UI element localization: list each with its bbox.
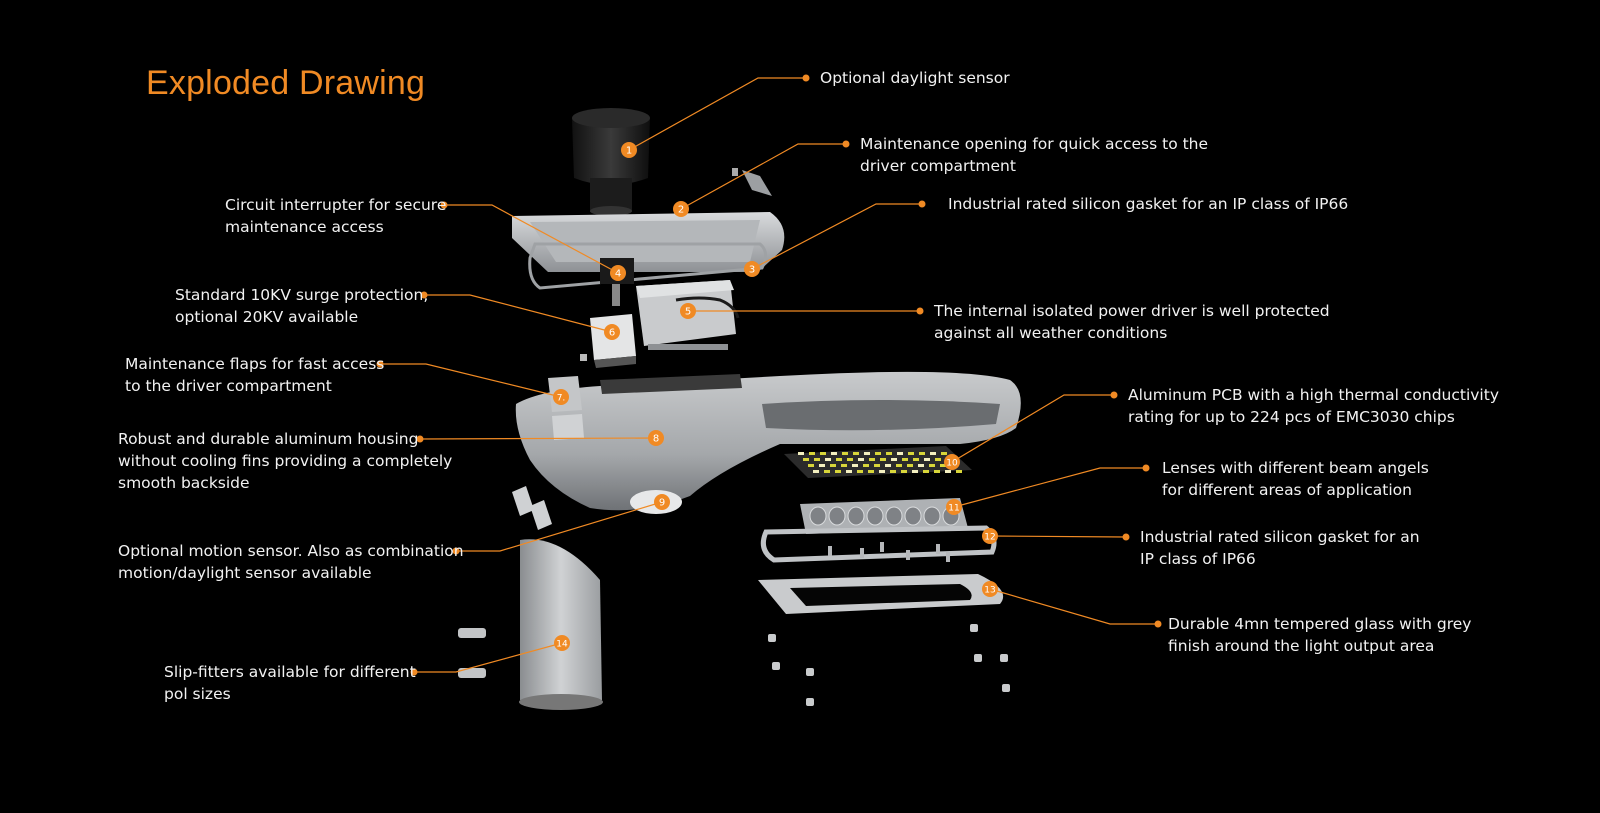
callout-caption-9: Optional motion sensor. Also as combinat… xyxy=(118,542,464,582)
callout-number: 13 xyxy=(984,586,995,596)
callout-number: 2 xyxy=(678,205,684,216)
callout-number: 1 xyxy=(626,146,632,157)
callout-caption-13: Durable 4mn tempered glass with grey fin… xyxy=(1168,615,1472,655)
leader-line-6 xyxy=(424,294,613,333)
top-gasket-part xyxy=(528,242,767,290)
callout-caption-2: Maintenance opening for quick access to … xyxy=(860,135,1209,175)
leader-dot-14 xyxy=(410,668,418,676)
callout-marker-9: 9 xyxy=(654,494,670,510)
leader-line-12 xyxy=(989,535,1127,538)
leader-line-10 xyxy=(951,394,1114,463)
callout-number: 6 xyxy=(609,328,615,339)
aluminum-housing-part xyxy=(515,371,1021,514)
led-pcb-part xyxy=(784,446,972,478)
tempered-glass-part xyxy=(758,574,1010,706)
callout-caption-5: The internal isolated power driver is we… xyxy=(934,302,1330,342)
callout-number: 14 xyxy=(556,640,568,650)
callout-number: 10 xyxy=(946,459,958,469)
surge-protector-part xyxy=(580,314,636,368)
callout-caption-11: Lenses with different beam angels for di… xyxy=(1162,459,1429,499)
callout-caption-3: Industrial rated silicon gasket for an I… xyxy=(948,195,1349,213)
lower-gasket-part xyxy=(760,525,997,563)
lens-array-part xyxy=(800,498,968,534)
callout-number: 5 xyxy=(685,307,691,318)
callout-marker-8: 8 xyxy=(648,430,664,446)
callout-number: 12 xyxy=(984,533,995,543)
leader-line-11 xyxy=(953,467,1146,508)
leader-dot-12 xyxy=(1122,533,1130,541)
leader-line-13 xyxy=(989,588,1158,625)
callout-number: 11 xyxy=(948,504,959,514)
leader-line-7 xyxy=(380,363,562,398)
callout-number: 8 xyxy=(653,434,659,445)
callout-caption-7: Maintenance flaps for fast access to the… xyxy=(125,355,385,395)
callout-caption-1: Optional daylight sensor xyxy=(820,69,1010,87)
callout-marker-6: 6 xyxy=(604,324,620,340)
leader-dot-5 xyxy=(916,307,924,315)
callout-caption-4: Circuit interrupter for secure maintenan… xyxy=(225,196,447,236)
callout-caption-8: Robust and durable aluminum housing with… xyxy=(118,430,453,492)
leader-dot-11 xyxy=(1142,464,1150,472)
leader-line-3 xyxy=(751,203,922,270)
maintenance-cover-part xyxy=(512,168,785,272)
callout-marker-1: 1 xyxy=(621,142,637,158)
leader-line-8 xyxy=(419,437,657,440)
callout-marker-11: 11 xyxy=(946,499,962,515)
leader-dot-7 xyxy=(376,360,384,368)
callout-caption-6: Standard 10KV surge protection, optional… xyxy=(175,286,429,326)
leader-dot-8 xyxy=(416,435,424,443)
callout-marker-7: 7. xyxy=(553,389,569,405)
leader-dot-4 xyxy=(440,201,448,209)
leader-dot-2 xyxy=(842,140,850,148)
leader-line-1 xyxy=(628,77,806,151)
leader-dot-1 xyxy=(802,74,810,82)
callout-marker-4: 4 xyxy=(610,265,626,281)
leader-line-4 xyxy=(444,204,619,274)
callout-number: 3 xyxy=(749,265,755,276)
leader-line-9 xyxy=(456,501,663,552)
page-title: Exploded Drawing xyxy=(146,64,426,102)
callout-caption-14: Slip-fitters available for different pol… xyxy=(164,663,416,703)
leader-dot-3 xyxy=(918,200,926,208)
daylight-sensor-part xyxy=(572,108,650,216)
callout-caption-12: Industrial rated silicon gasket for an I… xyxy=(1140,528,1420,568)
callout-number: 9 xyxy=(659,498,665,509)
callout-number: 4 xyxy=(615,269,621,280)
slip-fitter-part xyxy=(458,486,603,710)
callout-marker-5: 5 xyxy=(680,303,696,319)
leader-dot-13 xyxy=(1154,620,1162,628)
callout-marker-12: 12 xyxy=(982,528,998,544)
callout-marker-14: 14 xyxy=(554,635,570,651)
leader-dot-9 xyxy=(452,547,460,555)
callout-marker-10: 10 xyxy=(944,454,960,470)
leader-dot-10 xyxy=(1110,391,1118,399)
leader-line-2 xyxy=(680,143,846,210)
leader-dot-6 xyxy=(420,291,428,299)
callout-marker-13: 13 xyxy=(982,581,998,597)
leader-line-14 xyxy=(414,642,563,673)
callout-caption-10: Aluminum PCB with a high thermal conduct… xyxy=(1128,386,1499,426)
callout-marker-2: 2 xyxy=(673,201,689,217)
callout-marker-3: 3 xyxy=(744,261,760,277)
callout-number: 7. xyxy=(557,394,566,404)
